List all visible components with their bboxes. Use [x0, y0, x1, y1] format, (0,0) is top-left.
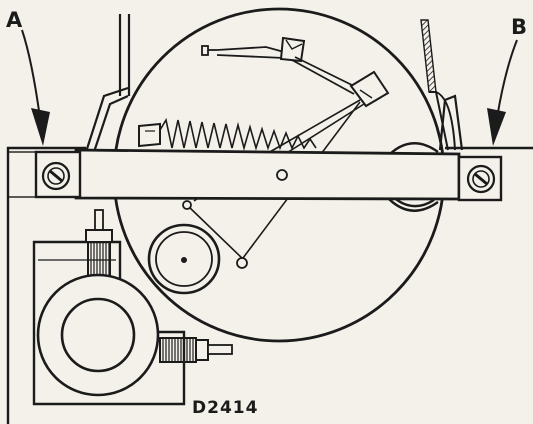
main-bar: [74, 148, 461, 201]
screw-block-b: [457, 155, 503, 202]
label-a: A: [6, 8, 23, 32]
right-wire: [420, 19, 456, 151]
left-wire: [118, 14, 131, 96]
link-pin-upper: [182, 200, 192, 210]
base-plate: [6, 146, 533, 424]
screw-block-a: [34, 150, 82, 199]
arrow-b: [487, 39, 518, 146]
left-plate-spacer: [7, 151, 37, 198]
reference-label: D2414: [192, 398, 258, 418]
label-b: B: [511, 15, 527, 39]
roller-wheel: [147, 223, 221, 295]
upper-terminal: [85, 209, 113, 277]
ring-commutator: [36, 273, 160, 397]
right-bracket: [438, 94, 464, 151]
toggle-block: [349, 70, 390, 108]
left-bracket: [84, 86, 129, 153]
arrow-a: [21, 29, 50, 146]
link-pin-lower: [236, 257, 248, 269]
contact-pawl: [201, 36, 359, 95]
side-terminal: [159, 337, 233, 363]
tension-spring: [138, 117, 317, 152]
